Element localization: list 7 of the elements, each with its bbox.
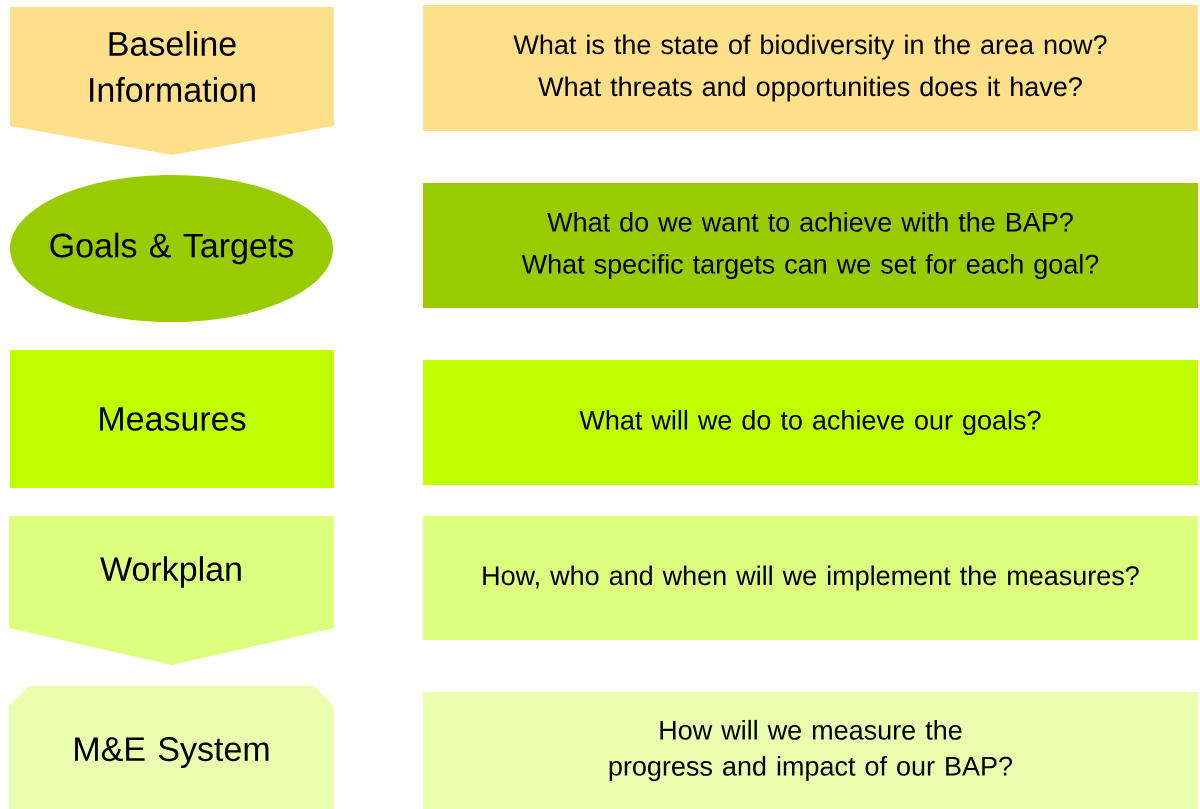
process-box: M&E System	[9, 686, 334, 809]
process-box: What is the state of biodiversity in the area now? What threats and opportunities does it have?	[423, 5, 1198, 131]
process-box: How, who and when will we implement the measures?	[423, 516, 1198, 640]
process-box: How will we measure the progress and impact of our BAP?	[423, 692, 1198, 809]
process-box: What will we do to achieve our goals?	[423, 360, 1198, 485]
process-box: Measures	[10, 350, 334, 488]
process-box: What do we want to achieve with the BAP? What specific targets can we set for each goal?	[423, 183, 1198, 308]
